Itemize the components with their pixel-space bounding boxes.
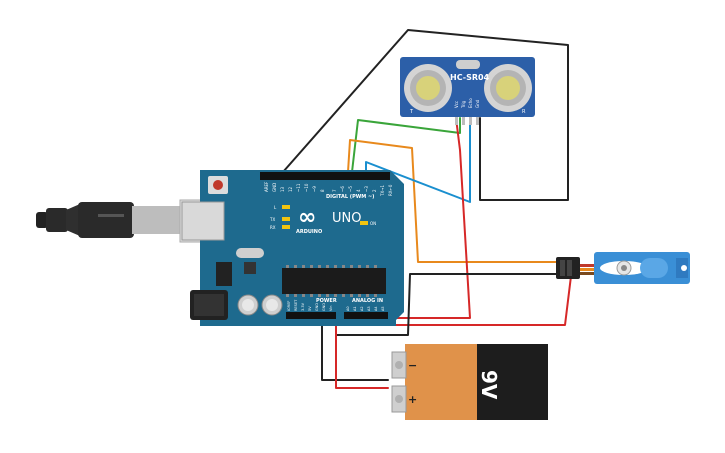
board-brand: ARDUINO [296,229,322,235]
sensor-pin-label: Vcc [454,101,459,108]
l-led-label: L [274,205,277,210]
pin-label: GND [315,303,319,311]
sensor-pin-label: Trig [461,100,466,109]
digital-header [260,172,390,180]
battery-9v[interactable]: − + 9V [391,344,548,420]
wire-servo-signal[interactable] [347,139,561,263]
pin-label: ~10 [304,183,309,192]
pin-label: GND [322,303,326,311]
sensor-corner-right: R [522,109,526,115]
pin-label: ~9 [312,186,317,192]
microcontroller-chip [282,268,386,294]
pin-label: AREF [264,181,269,192]
analog-pin-labels: A0 A1 A2 A3 A4 A5 [346,306,385,311]
pin-label: 8 [320,189,325,192]
board-model: UNO [332,211,361,226]
pin-label: 13 [280,186,285,192]
pin-label: ~11 [296,183,301,192]
tx-led-label: TX [269,217,275,222]
wire-servo-gnd[interactable] [335,273,561,336]
power-header [286,312,336,319]
battery-plus-label: + [408,393,417,406]
pin-label: A5 [381,306,385,311]
battery-voltage-label: 9V [477,370,501,400]
pin-label: TX→1 [380,184,385,197]
pin-label: ~6 [340,186,345,192]
pin-label: GND [272,183,277,192]
pin-label: A4 [374,306,378,311]
sensor-name: HC-SR04 [450,73,490,82]
pin-label: RESET [294,299,298,311]
pin-label: 3.3V [301,302,305,311]
power-header-label: POWER [316,298,337,304]
sensor-pin-label: Gnd [475,99,480,108]
power-pin-labels: IOREF RESET 3.3V 5V GND GND Vin [287,299,333,311]
pin-label: Vin [329,305,333,311]
analog-header [344,312,388,319]
wire-battery-plus[interactable] [335,319,389,389]
sensor-corner-left: T [409,109,414,115]
pin-label: 2 [372,189,377,192]
on-led-label: ON [370,221,376,226]
arduino-board[interactable]: ∞ UNO ARDUINO DIGITAL (PWM ~) POWER ANAL… [181,170,404,326]
arduino-logo: ∞ [298,205,316,230]
wire-battery-minus[interactable] [321,317,389,381]
ultrasonic-sensor[interactable]: HC-SR04 T R Vcc Trig Echo Gnd [400,57,535,125]
battery-minus-label: − [408,359,417,372]
pin-label: IOREF [287,301,291,311]
analog-header-label: ANALOG IN [352,298,383,304]
wire-vcc-sensor[interactable] [329,117,471,319]
wire-echo[interactable] [365,117,471,203]
wire-trig[interactable] [351,117,461,173]
pin-label: 5V [308,306,312,311]
pin-label: 7 [332,189,337,192]
digital-header-label: DIGITAL (PWM ~) [326,194,374,200]
pin-label: A3 [367,306,371,311]
pin-label: A0 [346,306,350,311]
top-pin-labels: AREF GND 13 12 ~11 ~10 ~9 8 7 ~6 ~5 4 ~3… [264,181,393,197]
pin-label: ~5 [348,186,353,192]
rx-led-label: RX [270,225,276,230]
pin-label: A2 [360,306,364,311]
pin-label: 4 [356,189,361,192]
pin-label: 12 [288,186,293,192]
pin-label: ~3 [364,186,369,192]
servo-motor[interactable] [556,252,690,284]
pin-label: RX←0 [388,184,393,196]
pin-label: A1 [353,306,357,311]
wire-gnd-sensor[interactable] [282,29,569,201]
sensor-pin-label: Echo [468,98,473,108]
